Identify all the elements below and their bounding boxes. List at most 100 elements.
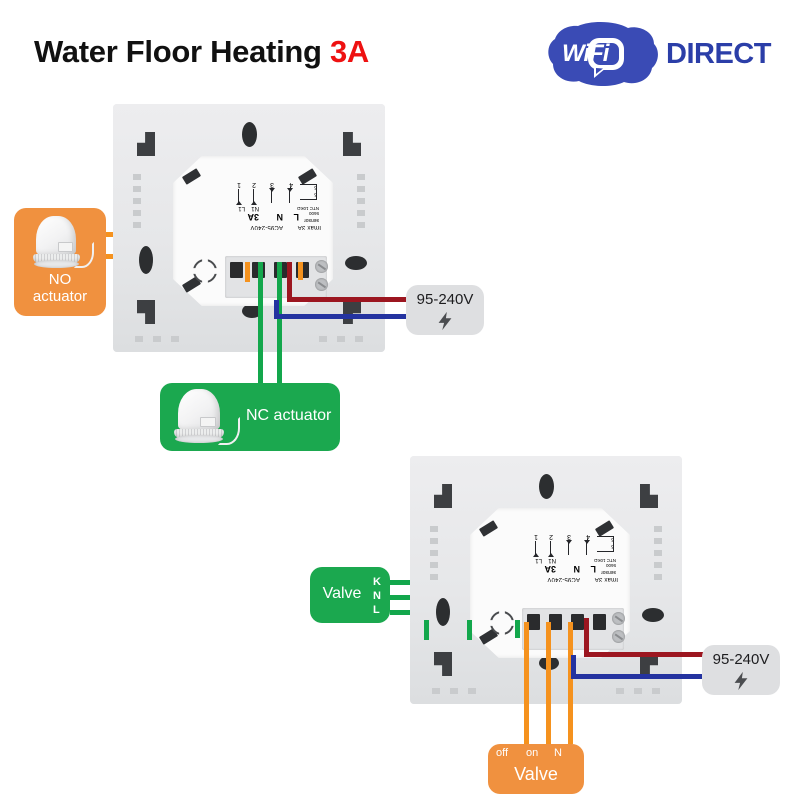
vent-r2 xyxy=(357,186,365,192)
wifi-direct-logo: WiFi DIRECT xyxy=(548,22,788,86)
silk-sensor: sensor xyxy=(600,569,616,575)
terminal-slot-3 xyxy=(571,614,584,630)
terminal-slot-2 xyxy=(549,614,562,630)
power-supply-box-top[interactable]: 95-240V xyxy=(406,285,484,335)
valve-box-left[interactable]: Valve K N L xyxy=(310,567,390,623)
actuator-ring xyxy=(175,435,223,443)
valve-left-pin-n: N xyxy=(373,590,381,602)
vent-b5 xyxy=(337,336,345,342)
actuator-cable xyxy=(74,242,94,268)
silk-arrow-2-head xyxy=(251,201,257,205)
wire-blue-neutral-run-2 xyxy=(571,674,706,679)
sensor-screw-top xyxy=(612,612,625,625)
silk-sensor-bracket xyxy=(300,184,317,200)
wire-green-nc-1 xyxy=(258,262,263,404)
terminal-slot-1 xyxy=(230,262,243,278)
actuator-chip xyxy=(200,417,216,427)
vent-l4 xyxy=(430,562,438,568)
vent-r3 xyxy=(357,198,365,204)
vent-r3 xyxy=(654,550,662,556)
silk-terminal-n: N xyxy=(573,564,581,574)
direct-logo-text: DIRECT xyxy=(666,38,771,70)
silk-amp: 3A xyxy=(544,564,556,574)
page-title-amperage: 3A xyxy=(329,34,370,69)
wire-orange-valve-off xyxy=(524,622,529,744)
silk-num-4: 4 xyxy=(586,533,590,540)
silk-arrow-1-head xyxy=(533,553,539,557)
nc-actuator-box[interactable]: NC actuator xyxy=(160,383,340,451)
silk-num-2: 2 xyxy=(252,181,256,188)
silk-sensor-ntc: NTC 10KΩ xyxy=(297,206,319,211)
power-supply-label-bottom: 95-240V xyxy=(712,651,770,668)
vent-r1 xyxy=(654,526,662,532)
nc-actuator-head xyxy=(170,389,240,447)
wire-green-term1-stub xyxy=(424,620,429,640)
silk-num-1: 1 xyxy=(534,533,538,540)
silk-arrow-1-head xyxy=(236,201,242,205)
silk-terminal-n1: N1 xyxy=(548,557,556,563)
bottom-slot xyxy=(242,304,262,318)
silk-arrow-4-head xyxy=(584,540,590,544)
power-supply-box-bottom[interactable]: 95-240V xyxy=(702,645,780,695)
wire-orange-valve-on xyxy=(546,622,551,744)
top-slot xyxy=(539,474,554,499)
sensor-screw-top xyxy=(315,260,328,273)
side-slot-right xyxy=(642,608,664,622)
no-actuator-label-line2: actuator xyxy=(32,287,88,305)
silkscreen-labels: Imax 3A AC95-240V 3A N L L1 N1 sensor 56… xyxy=(518,522,618,582)
actuator-cable xyxy=(218,417,240,445)
vent-l5 xyxy=(133,222,141,228)
valve-box-bottom[interactable]: off on N Valve xyxy=(488,744,584,794)
vent-l2 xyxy=(133,186,141,192)
silk-imax: Imax 3A xyxy=(297,224,321,230)
wifi-blob-icon xyxy=(548,22,658,86)
vent-b2 xyxy=(450,688,458,694)
module-flower-icon xyxy=(193,259,217,283)
wire-green-term4-stub xyxy=(515,620,520,638)
module-flower-icon xyxy=(490,611,514,635)
sensor-screw-bottom xyxy=(612,630,625,643)
vent-b2 xyxy=(153,336,161,342)
wifi-logo-text: WiFi xyxy=(562,40,609,67)
actuator-base xyxy=(33,254,80,263)
vent-l2 xyxy=(430,538,438,544)
page-title-main: Water Floor Heating xyxy=(34,34,330,69)
power-supply-label-top: 95-240V xyxy=(416,291,474,308)
silk-terminal-l: L xyxy=(293,212,300,222)
vent-b3 xyxy=(171,336,179,342)
silk-num-2: 2 xyxy=(549,533,553,540)
vent-r4 xyxy=(654,562,662,568)
terminal-slot-1 xyxy=(527,614,540,630)
no-actuator-box[interactable]: NO actuator xyxy=(14,208,106,316)
valve-bottom-pin-off: off xyxy=(496,747,509,759)
no-actuator-head xyxy=(28,216,94,270)
nc-actuator-label: NC actuator xyxy=(246,407,332,424)
vent-b3 xyxy=(468,688,476,694)
silk-sensor-ntc: NTC 10KΩ xyxy=(594,558,616,563)
thermostat-backplate-top: Imax 3A AC95-240V 3A N L L1 N1 sensor 56… xyxy=(113,104,385,352)
silk-terminal-n1: N1 xyxy=(251,205,259,211)
vent-l1 xyxy=(133,174,141,180)
silk-arrow-2-head xyxy=(548,553,554,557)
silk-arrow-4-head xyxy=(287,188,293,192)
vent-b1 xyxy=(432,688,440,694)
valve-left-label: Valve xyxy=(322,585,362,602)
silk-num-3: 3 xyxy=(270,181,274,188)
vent-l3 xyxy=(430,550,438,556)
vent-b1 xyxy=(135,336,143,342)
silk-terminal-l1: L1 xyxy=(535,557,542,563)
silkscreen-labels: Imax 3A AC95-240V 3A N L L1 N1 sensor 56… xyxy=(221,170,321,230)
wire-blue-neutral-run xyxy=(274,314,409,319)
side-slot-left xyxy=(139,246,153,274)
silk-num-4: 4 xyxy=(289,181,293,188)
valve-left-pin-l: L xyxy=(373,604,380,616)
actuator-base xyxy=(174,429,224,438)
wire-red-live-run-2 xyxy=(584,652,704,657)
silk-sensor-bracket xyxy=(597,536,614,552)
vent-b6 xyxy=(355,336,363,342)
vent-r2 xyxy=(654,538,662,544)
wire-red-live-run xyxy=(287,297,407,302)
wire-orange-valve-n xyxy=(568,622,573,744)
silk-sensor-code: 5600 xyxy=(605,563,616,568)
